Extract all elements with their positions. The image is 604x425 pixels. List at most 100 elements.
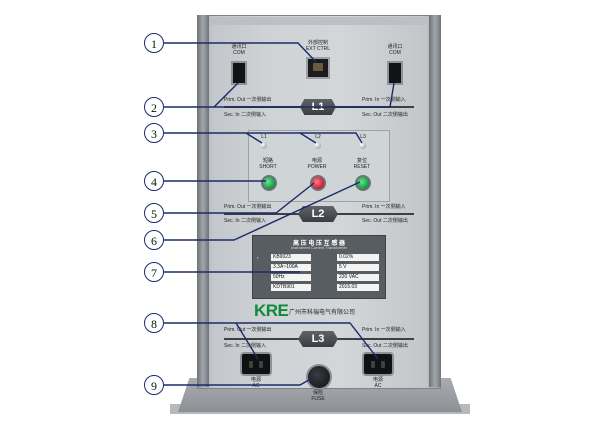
com-right-port[interactable] [387,61,403,85]
rj45-contacts [313,63,323,71]
callout-2: 2 [144,97,164,117]
sec-in-label-l2: Sec. In 二次侧输入 [224,218,266,224]
prim-in-text: Prim. In [362,327,380,333]
section-l2-label: L2 [298,206,338,222]
ac-inlet-left[interactable] [240,352,272,376]
sec-in-text: Sec. In [224,343,240,349]
ac-inlet-right[interactable] [362,352,394,376]
com-right-cn-label: 通讯口 [387,44,403,50]
l3-left-line [224,338,304,340]
nameplate-title: 高 压 电 压 互 感 器 [292,241,345,247]
company-name: 广州市科瑞电气有限公司 [289,310,356,316]
top-rim [209,17,429,25]
com-left-label: COM [233,50,245,56]
prim-in-cn-text: 一次侧输入 [380,327,406,333]
sec-out-cn-text: 二次侧输出 [382,112,408,118]
l2-left-line [224,213,304,215]
nameplate: 高 压 电 压 互 感 器 Instrument Current Transfo… [252,235,386,299]
nameplate-subtitle: Instrument Current Transformer [290,245,348,250]
short-cn-label: 短路 [262,158,273,164]
nameplate-right-value-3: 220 VAC [337,274,379,281]
lamp-l3-indicator [359,142,366,149]
lamp-l3-label: L3 [360,134,366,140]
sec-in-text: Sec. In [224,218,240,224]
nameplate-right-value-4: 2015.03 [337,284,379,291]
prim-in-label-l2: Prim. In 一次侧输入 [362,204,406,210]
sec-out-text: Sec. Out [362,343,382,349]
nameplate-right-value-2: 5 V [337,264,379,271]
prim-out-text: Prim. Out [224,327,246,333]
prim-in-label-l1: Prim. In 一次侧输入 [362,97,406,103]
sec-out-text: Sec. Out [362,218,382,224]
right-side-rail [429,15,441,387]
ext-ctrl-port[interactable] [306,57,330,79]
ac-pin [371,361,375,368]
sec-out-label-l1: Sec. Out 二次侧输出 [362,112,408,118]
prim-out-text: Prim. Out [224,97,246,103]
callout-9: 9 [144,375,164,395]
nameplate-right-value-1: 0.02% [337,254,379,261]
fuse-holder[interactable] [306,364,332,390]
ext-ctrl-cn-label: 外部控制 [307,40,328,46]
prim-out-label-l2: Prim. Out 一次侧输出 [224,204,272,210]
nameplate-left-value-3: 50Hz [271,274,311,281]
sec-in-cn-text: 二次侧输入 [240,112,266,118]
sec-out-label-l2: Sec. Out 二次侧输出 [362,218,408,224]
reset-button[interactable] [355,175,371,191]
sec-out-cn-text: 二次侧输出 [382,343,408,349]
power-label: POWER [307,164,327,170]
lamp-l1-label: L1 [261,134,267,140]
com-right-label: COM [389,50,401,56]
power-indicator [310,175,326,191]
ac-right-cn-label: 电源 [372,377,383,383]
brand-logo: KRE [254,301,289,320]
section-l1-label: L1 [300,99,336,115]
lamp-l1-indicator [260,142,267,149]
prim-out-cn-text: 一次侧输出 [246,204,272,210]
prim-in-cn-text: 一次侧输入 [380,204,406,210]
sec-out-label-l3: Sec. Out 二次侧输出 [362,343,408,349]
prim-out-label-l1: Prim. Out 一次侧输出 [224,97,272,103]
ac-right-label: AC [374,383,382,389]
l1-right-line [332,106,414,108]
ac-pin [249,361,253,368]
sec-in-text: Sec. In [224,112,240,118]
nameplate-left-value-1: KB9023 [271,254,311,261]
prim-in-text: Prim. In [362,204,380,210]
prim-out-cn-text: 一次侧输出 [246,327,272,333]
prim-in-cn-text: 一次侧输入 [380,97,406,103]
fuse-cn-label: 保险 [312,390,323,396]
l3-right-line [332,338,414,340]
prim-in-label-l3: Prim. In 一次侧输入 [362,327,406,333]
ac-left-label: AC [252,383,260,389]
ext-ctrl-label: EXT CTRL [305,46,331,52]
prim-out-label-l3: Prim. Out 一次侧输出 [224,327,272,333]
nameplate-left-value-4: KDTB901 [271,284,311,291]
lamp-l2-indicator [314,142,321,149]
prim-out-cn-text: 一次侧输出 [246,97,272,103]
nameplate-spec-label: ▪ [257,255,259,260]
callout-6: 6 [144,230,164,250]
callout-3: 3 [144,123,164,143]
sec-in-cn-text: 二次侧输入 [240,343,266,349]
power-cn-label: 电源 [311,158,322,164]
short-button[interactable] [261,175,277,191]
sec-out-text: Sec. Out [362,112,382,118]
callout-7: 7 [144,262,164,282]
l1-left-line [224,106,304,108]
reset-label: RESET [353,164,371,170]
ac-pin [259,361,263,368]
callout-1: 1 [144,33,164,53]
callout-4: 4 [144,171,164,191]
sec-out-cn-text: 二次侧输出 [382,218,408,224]
section-l3-label: L3 [298,331,338,347]
sec-in-cn-text: 二次侧输入 [240,218,266,224]
ac-pin [381,361,385,368]
sec-in-label-l1: Sec. In 二次侧输入 [224,112,266,118]
nameplate-left-value-2: 3.3A~100A [271,264,311,271]
prim-in-text: Prim. In [362,97,380,103]
fuse-label: FUSE [311,396,325,402]
reset-cn-label: 复位 [356,158,367,164]
com-left-port[interactable] [231,61,247,85]
